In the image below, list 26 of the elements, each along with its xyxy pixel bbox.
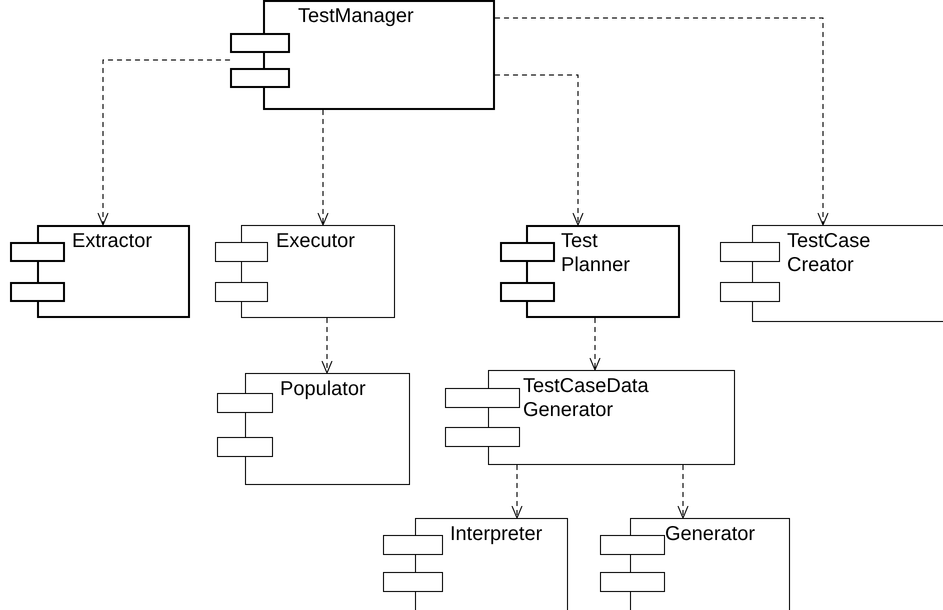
component-name: Executor xyxy=(276,229,356,253)
dependency-arrow xyxy=(512,464,522,518)
component-name: Test Planner xyxy=(561,229,631,277)
component-name: TestManager xyxy=(298,4,415,28)
component-name: Extractor xyxy=(72,229,154,253)
dependency-arrow xyxy=(318,110,328,226)
dependency-arrow xyxy=(494,74,584,226)
component-symbol xyxy=(215,225,395,318)
component-name: Populator xyxy=(280,377,367,401)
component-name: TestCase Creator xyxy=(787,229,872,277)
component-symbol xyxy=(10,225,190,318)
component-symbol xyxy=(217,373,410,485)
dependency-arrow xyxy=(494,18,828,226)
component-symbol xyxy=(600,518,790,610)
dependency-arrow xyxy=(590,318,600,370)
component-symbol xyxy=(720,225,943,322)
component-name: Generator xyxy=(665,522,756,546)
component-symbol xyxy=(383,518,568,610)
component-symbol xyxy=(230,0,495,110)
component-symbol xyxy=(500,225,680,318)
dependency-arrow xyxy=(322,318,332,374)
component-symbol xyxy=(445,370,735,465)
dependency-arrow xyxy=(678,464,688,518)
component-name: TestCaseData Generator xyxy=(523,374,650,422)
component-name: Interpreter xyxy=(450,522,544,546)
dependency-arrow xyxy=(98,60,230,226)
